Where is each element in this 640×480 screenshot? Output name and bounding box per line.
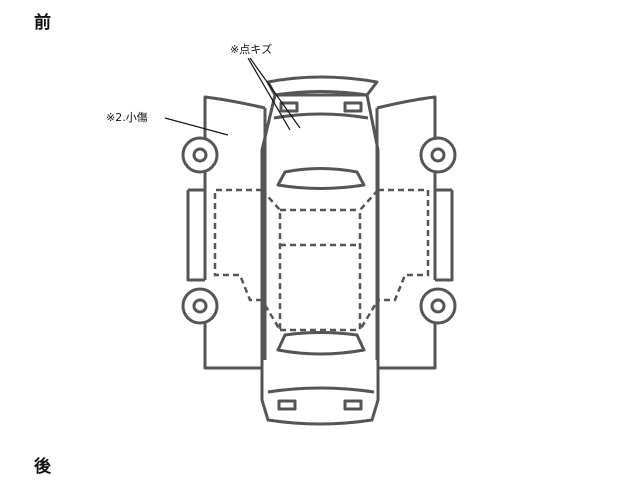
annotation-hood-scratch: ※点キズ	[230, 43, 273, 56]
wheel-rear-left	[181, 287, 219, 325]
left-side-panel	[203, 95, 266, 370]
annotation-line-fender	[164, 117, 229, 136]
front-windshield	[276, 167, 366, 190]
annotation-fender-scratch: ※2.小傷	[106, 111, 148, 124]
wheel-front-right	[419, 136, 457, 174]
headlight-right	[343, 101, 363, 113]
rear-windshield	[276, 331, 366, 356]
spoiler	[266, 75, 379, 97]
headlight-left	[279, 101, 299, 113]
door-outline-dashed	[213, 188, 430, 302]
taillight-left	[277, 399, 297, 411]
car-body	[260, 93, 380, 426]
rear-label: 後	[34, 457, 51, 477]
taillight-right	[343, 399, 363, 411]
roof-outline-dashed	[260, 189, 380, 335]
annotation-line-hood	[247, 57, 291, 131]
wheel-front-left	[181, 136, 219, 174]
wheel-rear-right	[419, 287, 457, 325]
right-side-panel	[376, 95, 437, 370]
front-label: 前	[34, 13, 51, 33]
